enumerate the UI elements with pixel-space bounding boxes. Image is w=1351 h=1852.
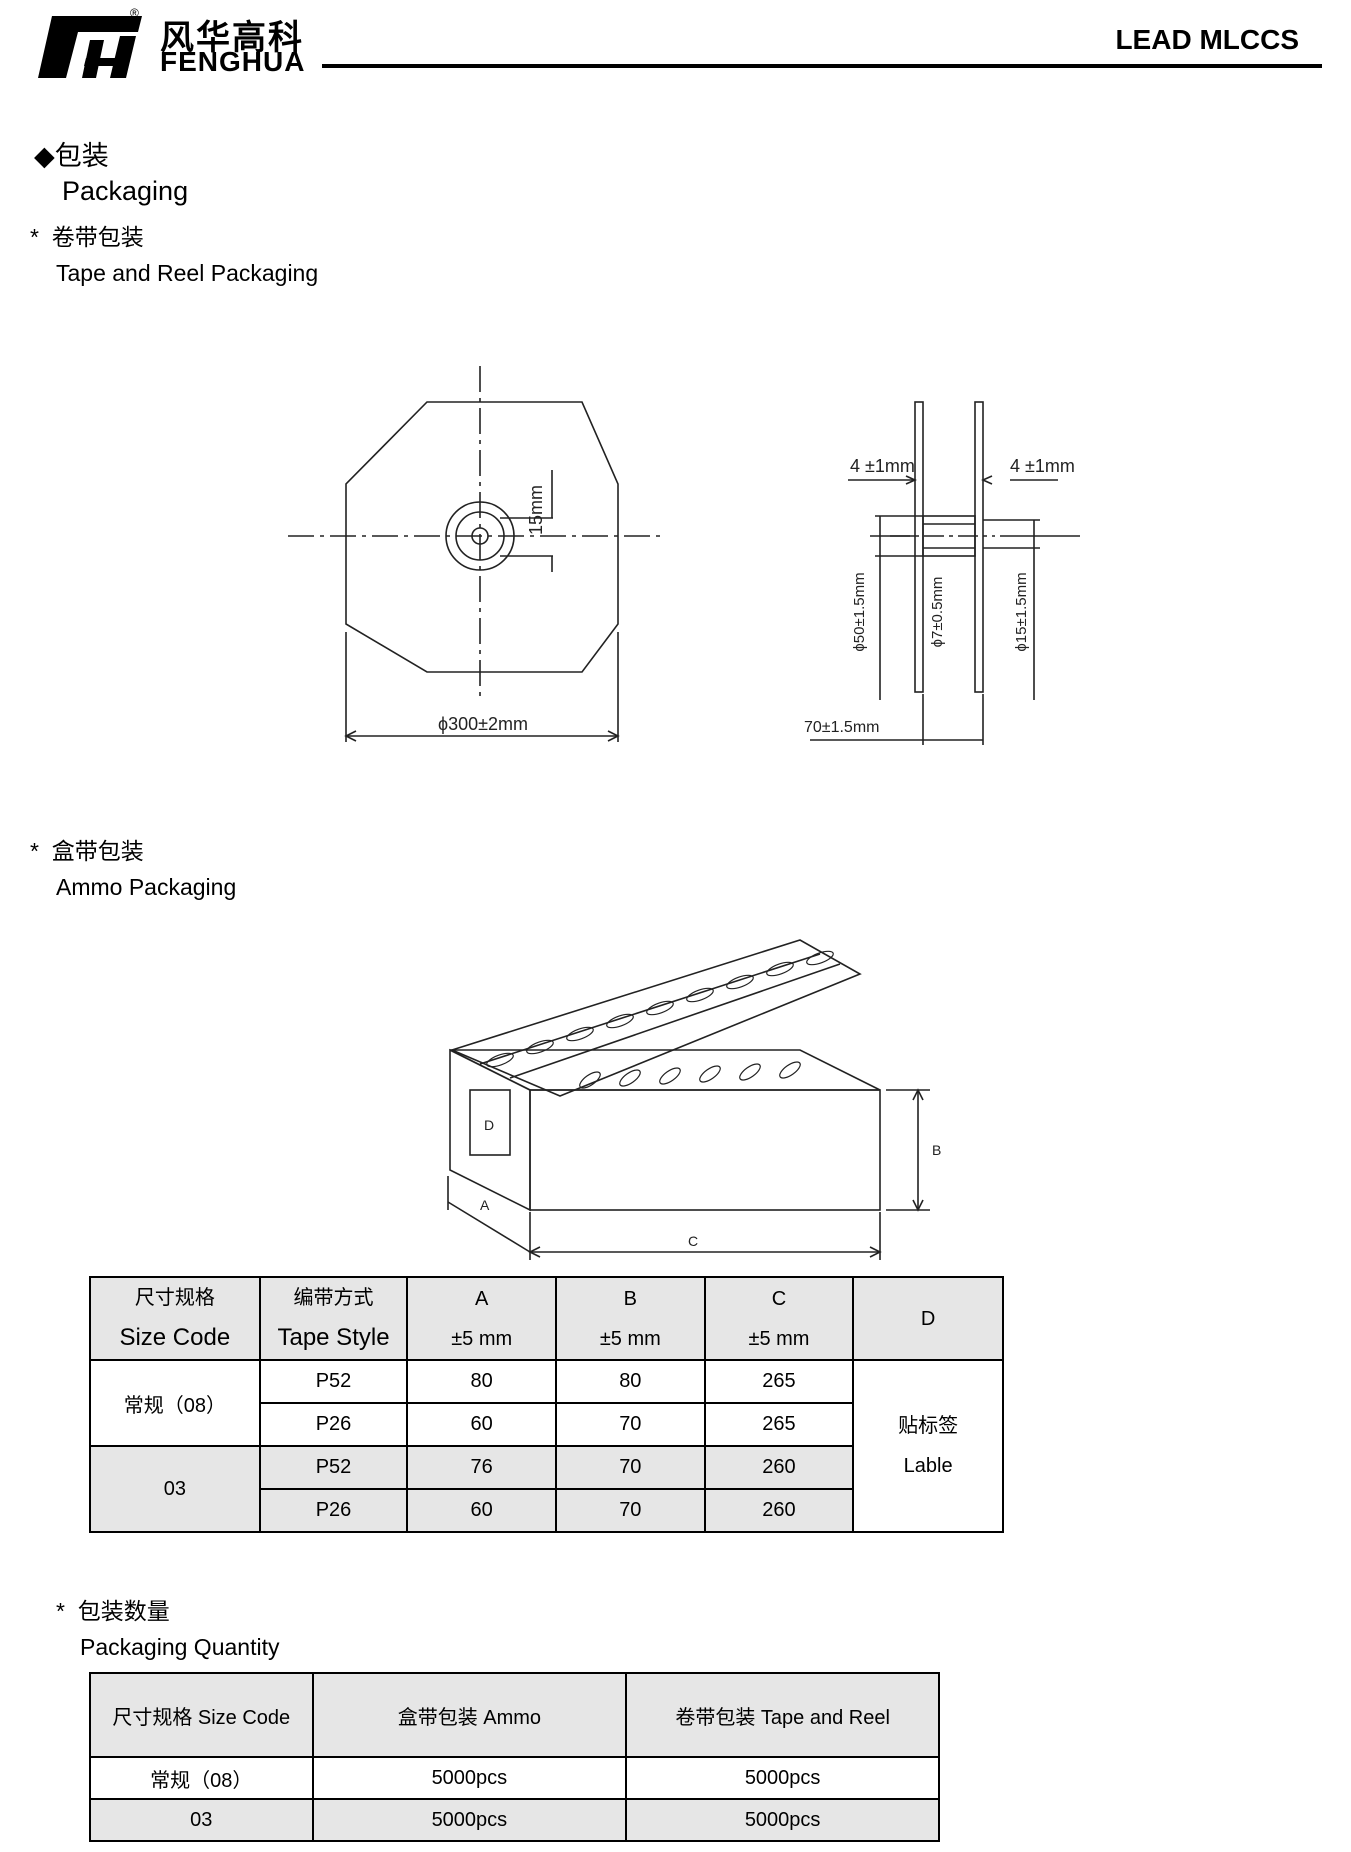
hub — [922, 515, 976, 557]
left-flange — [914, 401, 924, 693]
ammo-box-drawing: D B C A — [447, 939, 941, 1260]
header-a: A±5 mm — [406, 1276, 557, 1361]
header-size-code: 尺寸规格 Size Code — [89, 1672, 314, 1758]
cell-style: P52 — [258, 1359, 409, 1404]
right-flange — [974, 401, 984, 693]
label-a: A — [480, 1197, 490, 1213]
cell-style: P52 — [258, 1445, 409, 1490]
header-ammo: 盒带包装 Ammo — [311, 1672, 628, 1758]
dim-core: ϕ15±1.5mm — [1013, 572, 1030, 651]
quantity-title-cn: * 包装数量 — [56, 1598, 170, 1624]
header-rule — [322, 64, 1322, 68]
cell-size: 03 — [89, 1445, 261, 1533]
logo-chinese-name: 风华高科 — [160, 19, 304, 57]
cell-size: 常规（08） — [89, 1359, 261, 1447]
cell-a: 76 — [406, 1445, 557, 1490]
dim-arbor-hole: ϕ7±0.5mm — [929, 577, 946, 648]
cell-size: 常规（08） — [89, 1756, 314, 1800]
cell-a: 60 — [406, 1402, 557, 1447]
label-d: D — [484, 1117, 494, 1133]
document-title: LEAD MLCCS — [1115, 24, 1299, 55]
ammo-title-en: Ammo Packaging — [56, 874, 237, 900]
quantity-title-en: Packaging Quantity — [80, 1634, 280, 1660]
table-row: 常规（08） 5000pcs 5000pcs — [89, 1756, 940, 1800]
table-header-row: 尺寸规格 Size Code 盒带包装 Ammo 卷带包装 Tape and R… — [89, 1672, 940, 1758]
box-front — [529, 1089, 881, 1211]
ammo-title-cn: * 盒带包装 — [30, 838, 144, 864]
reel-outline — [345, 401, 619, 673]
packaging-quantity-table: 尺寸规格 Size Code 盒带包装 Ammo 卷带包装 Tape and R… — [89, 1672, 940, 1842]
cell-c: 260 — [703, 1488, 855, 1533]
cell-c: 260 — [703, 1445, 855, 1490]
dim-width: 70±1.5mm — [804, 719, 879, 736]
header-b: B±5 mm — [555, 1276, 706, 1361]
logo-english-name: FENGHUA — [160, 46, 306, 77]
table-row: 03 5000pcs 5000pcs — [89, 1798, 940, 1842]
dim-reel-diameter: ϕ300±2mm — [438, 714, 528, 734]
section-title-cn: ◆包装 — [34, 141, 109, 171]
label-c: C — [688, 1233, 698, 1249]
cell-size: 03 — [89, 1798, 314, 1842]
table-row: P26 60 70 260 — [90, 1488, 1003, 1533]
registered-mark: ® — [130, 6, 139, 20]
cell-style: P26 — [258, 1402, 409, 1447]
dim-flange-left: 4 ±1mm — [850, 456, 915, 476]
cell-reel: 5000pcs — [625, 1756, 940, 1800]
header-c: C±5 mm — [703, 1276, 855, 1361]
header-tape-reel: 卷带包装 Tape and Reel — [625, 1672, 940, 1758]
asterisk-bullet-icon: * — [30, 224, 39, 250]
table-row: 03 P52 76 70 260 — [89, 1445, 1003, 1533]
cell-b: 70 — [555, 1445, 706, 1490]
cell-reel: 5000pcs — [625, 1798, 940, 1842]
cell-c: 265 — [703, 1402, 855, 1447]
cell-c: 265 — [703, 1359, 855, 1404]
section-title-en: Packaging — [62, 176, 189, 206]
cell-b: 70 — [555, 1488, 706, 1533]
cell-ammo: 5000pcs — [311, 1798, 628, 1842]
dim-hub-diameter: ϕ50±1.5mm — [851, 572, 868, 651]
tape-strip — [449, 939, 862, 1097]
diamond-bullet-icon: ◆ — [34, 141, 55, 171]
dim-hub-height: 15mm — [526, 485, 546, 535]
asterisk-bullet-icon: * — [30, 838, 39, 864]
cell-style: P26 — [258, 1488, 409, 1533]
cell-b: 70 — [555, 1402, 706, 1447]
box-top — [449, 1049, 881, 1091]
fenghua-logo — [38, 16, 142, 78]
header-d: D — [852, 1276, 1004, 1361]
dim-flange-right: 4 ±1mm — [1010, 456, 1075, 476]
asterisk-bullet-icon: * — [56, 1598, 65, 1624]
cell-a: 60 — [406, 1488, 557, 1533]
table-row: P26 60 70 265 — [90, 1402, 1003, 1447]
cell-a: 80 — [406, 1359, 557, 1404]
cell-ammo: 5000pcs — [311, 1756, 628, 1800]
tape-reel-title-cn: * 卷带包装 — [30, 224, 144, 250]
label-area — [469, 1089, 511, 1156]
label-b: B — [932, 1142, 941, 1158]
cell-b: 80 — [555, 1359, 706, 1404]
tape-reel-title-en: Tape and Reel Packaging — [56, 260, 319, 286]
tape-reel-drawing: 15mm ϕ300±2mm 4 ±1mm 4 ±1mm ϕ50±1.5mm ϕ7… — [288, 366, 1080, 745]
